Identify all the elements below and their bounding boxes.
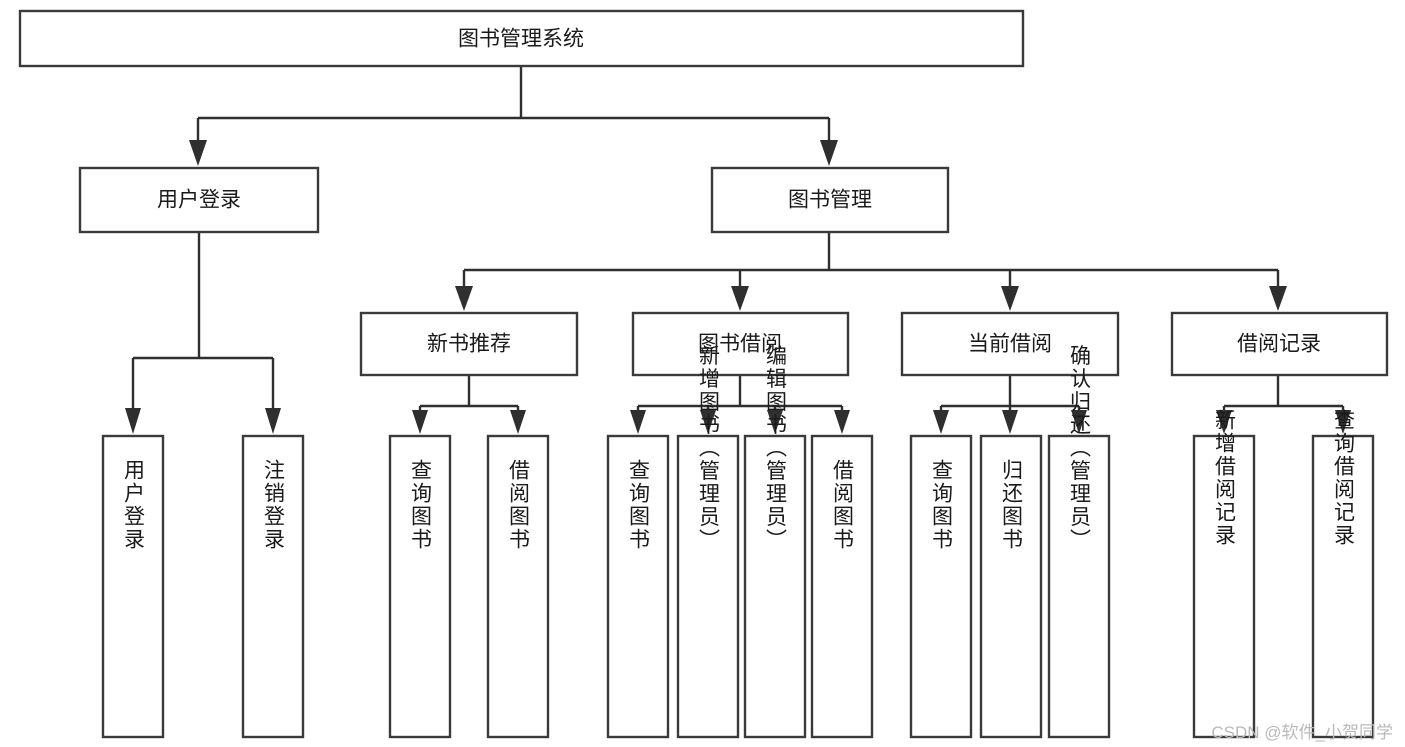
edges-current-borrow-to-leaves <box>933 375 1087 434</box>
node-leaf-user-login-box[interactable] <box>101 434 165 739</box>
node-borrow-record[interactable]: 借阅记录 <box>1170 311 1389 377</box>
arrowhead-leaf-add-book <box>700 410 716 434</box>
arrowhead-borrow-record <box>1269 286 1287 311</box>
arrowhead-book-borrow <box>731 286 749 311</box>
node-leaf-borrow-book-1-box[interactable] <box>486 434 550 739</box>
edges-user-login-to-leaves <box>125 232 281 434</box>
node-leaf-query-record-box[interactable] <box>1311 434 1375 739</box>
node-leaf-return-book-box[interactable] <box>979 434 1043 739</box>
node-leaf-add-book[interactable]: 新增图书（管理员） <box>676 345 740 739</box>
node-leaf-query-book-1-box[interactable] <box>388 434 452 739</box>
arrowhead-leaf-edit-book <box>767 410 783 434</box>
arrowhead-leaf-user-login <box>125 408 141 434</box>
node-current-borrow-label: 当前借阅 <box>968 333 1052 356</box>
node-root-label: 图书管理系统 <box>458 28 584 51</box>
node-leaf-query-book-2[interactable]: 查询图书 <box>606 434 670 739</box>
node-book-borrow[interactable]: 图书借阅 <box>631 311 850 377</box>
node-borrow-record-box[interactable] <box>1170 311 1389 377</box>
edges-borrow-record-to-leaves <box>1216 375 1351 434</box>
node-leaf-edit-book-box[interactable] <box>743 434 807 739</box>
node-user-login-label: 用户登录 <box>157 189 241 212</box>
arrowhead-leaf-return-book <box>1002 410 1018 434</box>
node-leaf-edit-book-label: 编辑图书（管理员） <box>764 345 788 552</box>
node-root[interactable]: 图书管理系统 <box>18 9 1025 68</box>
node-leaf-query-record-label: 查询借阅记录 <box>1332 409 1356 547</box>
node-user-login[interactable]: 用户登录 <box>78 166 320 234</box>
arrowhead-user-login <box>189 140 207 166</box>
node-leaf-confirm-return-label: 确认归还（管理员） <box>1068 345 1092 552</box>
node-leaf-query-record[interactable]: 查询借阅记录 <box>1311 409 1375 739</box>
edges-root-to-level1 <box>189 66 838 166</box>
node-book-manage[interactable]: 图书管理 <box>710 166 950 234</box>
arrowhead-leaf-query-book-1 <box>412 410 428 434</box>
node-leaf-query-book-2-label: 查询图书 <box>627 459 651 551</box>
arrowhead-leaf-query-book-2 <box>630 410 646 434</box>
node-leaf-borrow-book-2-label: 借阅图书 <box>831 459 855 551</box>
arrowhead-leaf-add-record <box>1216 410 1232 434</box>
node-leaf-query-book-1[interactable]: 查询图书 <box>388 434 452 739</box>
node-leaf-query-book-2-box[interactable] <box>606 434 670 739</box>
node-book-borrow-box[interactable] <box>631 311 850 377</box>
node-leaf-borrow-book-2-box[interactable] <box>810 434 874 739</box>
arrowhead-leaf-query-record <box>1335 410 1351 434</box>
node-book-manage-box[interactable] <box>710 166 950 234</box>
arrowhead-leaf-borrow-book-1 <box>510 410 526 434</box>
edges-book-borrow-to-leaves <box>630 375 850 434</box>
node-leaf-return-book-label: 归还图书 <box>1000 459 1024 551</box>
node-leaf-add-record-label: 新增借阅记录 <box>1213 409 1237 547</box>
node-leaf-add-record-box[interactable] <box>1192 434 1256 739</box>
node-leaf-edit-book[interactable]: 编辑图书（管理员） <box>743 345 807 739</box>
node-leaf-borrow-book-1[interactable]: 借阅图书 <box>486 434 550 739</box>
node-leaf-add-book-label: 新增图书（管理员） <box>697 345 721 552</box>
node-leaf-confirm-return-box[interactable] <box>1047 434 1111 739</box>
node-leaf-user-logout[interactable]: 注销登录 <box>241 434 305 739</box>
arrowhead-leaf-confirm-return <box>1071 410 1087 434</box>
node-new-book-recommend[interactable]: 新书推荐 <box>359 311 579 377</box>
node-leaf-user-login[interactable]: 用户登录 <box>101 434 165 739</box>
node-new-book-recommend-box[interactable] <box>359 311 579 377</box>
node-leaf-confirm-return[interactable]: 确认归还（管理员） <box>1047 345 1111 739</box>
node-leaf-query-book-1-label: 查询图书 <box>409 459 433 551</box>
node-leaf-return-book[interactable]: 归还图书 <box>979 434 1043 739</box>
node-leaf-user-login-label: 用户登录 <box>122 459 146 551</box>
node-leaf-query-book-3-label: 查询图书 <box>930 459 954 551</box>
node-leaf-borrow-book-1-label: 借阅图书 <box>507 459 531 551</box>
edges-new-book-recommend-to-leaves <box>412 375 526 434</box>
node-leaf-query-book-3-box[interactable] <box>909 434 973 739</box>
arrowhead-leaf-borrow-book-2 <box>834 410 850 434</box>
node-new-book-recommend-label: 新书推荐 <box>427 333 511 356</box>
node-leaf-borrow-book-2[interactable]: 借阅图书 <box>810 434 874 739</box>
node-leaf-add-book-box[interactable] <box>676 434 740 739</box>
arrowhead-leaf-query-book-3 <box>933 410 949 434</box>
node-leaf-user-logout-label: 注销登录 <box>262 459 286 551</box>
node-leaf-add-record[interactable]: 新增借阅记录 <box>1192 409 1256 739</box>
node-current-borrow[interactable]: 当前借阅 <box>900 311 1120 377</box>
node-borrow-record-label: 借阅记录 <box>1237 333 1321 356</box>
arrowhead-new-book-recommend <box>455 286 473 311</box>
node-user-login-box[interactable] <box>78 166 320 234</box>
arrowhead-current-borrow <box>1001 286 1019 311</box>
node-current-borrow-box[interactable] <box>900 311 1120 377</box>
arrowhead-leaf-user-logout <box>265 408 281 434</box>
node-book-borrow-label: 图书借阅 <box>698 333 782 356</box>
node-book-manage-label: 图书管理 <box>788 189 872 212</box>
node-leaf-query-book-3[interactable]: 查询图书 <box>909 434 973 739</box>
edges-book-manage-to-level2 <box>455 232 1287 311</box>
node-leaf-user-logout-box[interactable] <box>241 434 305 739</box>
node-root-box[interactable] <box>18 9 1025 68</box>
arrowhead-book-manage <box>820 140 838 166</box>
